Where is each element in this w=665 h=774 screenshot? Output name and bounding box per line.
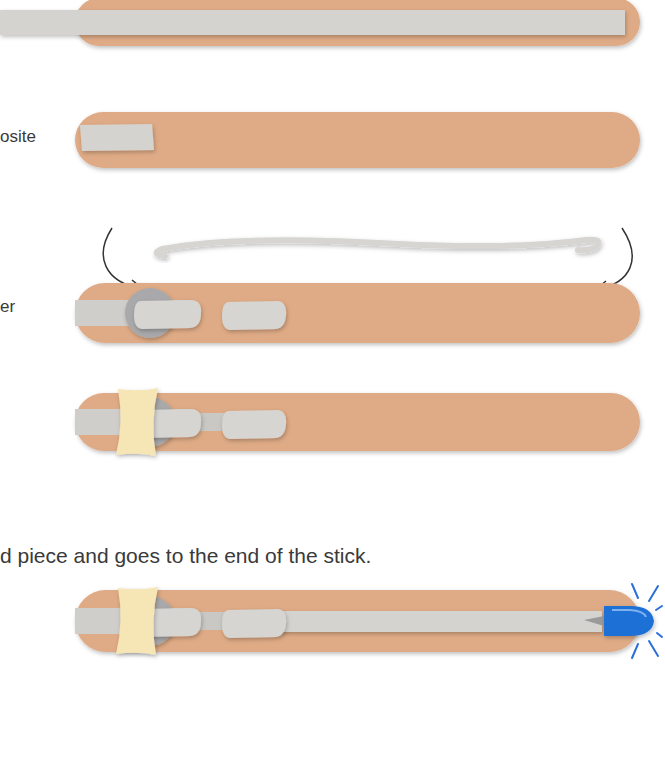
step-text: d piece and goes to the end of the stick…: [0, 543, 371, 568]
step-text: osite: [0, 127, 36, 147]
stick-with-piece: [75, 112, 640, 168]
stick-with-strip: [0, 0, 640, 46]
stick-with-led: [75, 584, 662, 658]
step-text: er: [0, 297, 15, 317]
stick-with-tabs: [75, 283, 640, 343]
stick-with-band: [75, 388, 640, 456]
